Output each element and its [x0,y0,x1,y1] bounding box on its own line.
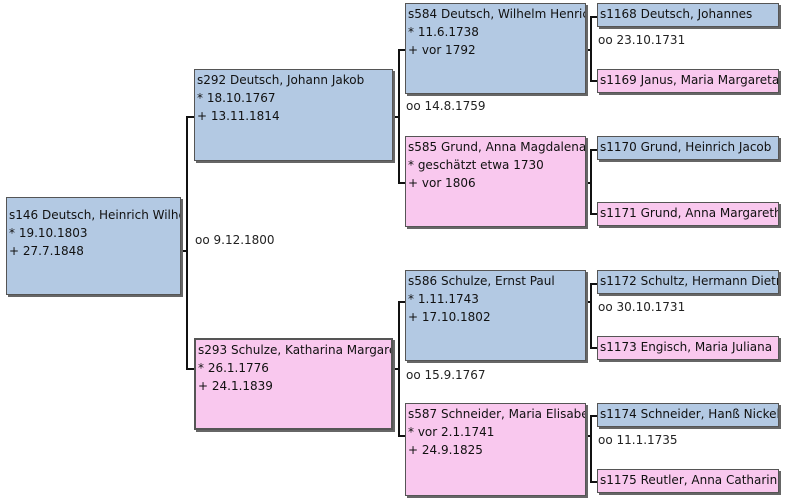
connector [590,283,592,349]
person-card-s1169[interactable]: s1169 Janus, Maria Margareta [597,69,779,93]
death-date: + 17.10.1802 [408,310,491,324]
marriage-date: oo 15.9.1767 [406,368,486,382]
connector [398,301,400,437]
person-name: s1171 Grund, Anna Margaretha [600,206,779,220]
death-date: + 13.11.1814 [197,109,280,123]
person-name: s584 Deutsch, Wilhelm Henrich [408,7,586,21]
connector [590,149,598,151]
person-name: s1172 Schultz, Hermann Dietrich [600,274,779,288]
marriage-date: oo 14.8.1759 [406,99,486,113]
death-date: + 24.1.1839 [198,379,273,393]
person-name: s1175 Reutler, Anna Catharina [600,473,779,487]
connector [586,435,592,437]
connector [398,49,400,184]
person-name: s586 Schulze, Ernst Paul [408,274,555,288]
connector [590,80,598,82]
death-date: + 27.7.1848 [9,244,84,258]
person-name: s1169 Janus, Maria Margareta [600,73,779,87]
connector [186,116,188,370]
person-card-s586[interactable]: s586 Schulze, Ernst Paul * 1.11.1743 + 1… [405,270,586,361]
connector [590,16,598,18]
person-name: s292 Deutsch, Johann Jakob [197,73,365,87]
connector [590,347,598,349]
connector [186,116,195,118]
connector [398,435,406,437]
person-card-s1171[interactable]: s1171 Grund, Anna Margaretha [597,202,779,226]
person-name: s1170 Grund, Heinrich Jacob [600,140,772,154]
connector [590,415,592,483]
marriage-date: oo 9.12.1800 [195,233,275,247]
connector [590,415,598,417]
person-name: s146 Deutsch, Heinrich Wilhelm [9,208,180,222]
person-name: s1174 Schneider, Hanß Nickel [600,407,779,421]
person-card-s1174[interactable]: s1174 Schneider, Hanß Nickel [597,403,779,427]
connector [180,250,188,252]
person-card-s1168[interactable]: s1168 Deutsch, Johannes [597,3,779,27]
person-card-s585[interactable]: s585 Grund, Anna Magdalena * geschätzt e… [405,136,586,227]
marriage-date: oo 23.10.1731 [598,33,686,47]
birth-date: * 19.10.1803 [9,226,88,240]
death-date: + vor 1792 [408,43,476,57]
connector [398,49,406,51]
person-card-s292[interactable]: s292 Deutsch, Johann Jakob * 18.10.1767 … [194,69,393,161]
birth-date: * vor 2.1.1741 [408,425,495,439]
person-card-s1172[interactable]: s1172 Schultz, Hermann Dietrich [597,270,779,294]
connector [393,116,400,118]
person-card-s1175[interactable]: s1175 Reutler, Anna Catharina [597,469,779,493]
connector [186,368,195,370]
death-date: + vor 1806 [408,176,476,190]
birth-date: * 18.10.1767 [197,91,276,105]
connector [590,283,598,285]
connector [393,368,400,370]
connector [586,49,592,51]
birth-date: * 11.6.1738 [408,25,479,39]
connector [590,16,592,82]
connector [586,182,592,184]
person-card-s1170[interactable]: s1170 Grund, Heinrich Jacob [597,136,779,160]
connector [398,182,406,184]
person-card-s146[interactable]: s146 Deutsch, Heinrich Wilhelm * 19.10.1… [6,197,181,295]
connector [586,301,592,303]
death-date: + 24.9.1825 [408,443,483,457]
connector [590,481,598,483]
marriage-date: oo 30.10.1731 [598,300,686,314]
connector [590,213,598,215]
person-name: s585 Grund, Anna Magdalena [408,140,586,154]
person-name: s293 Schulze, Katharina Margaretha [198,343,391,357]
person-card-s293[interactable]: s293 Schulze, Katharina Margaretha * 26.… [194,338,393,430]
person-name: s587 Schneider, Maria Elisabetha [408,407,585,421]
person-name: s1173 Engisch, Maria Juliana [600,340,773,354]
person-name: s1168 Deutsch, Johannes [600,7,753,21]
person-card-s587[interactable]: s587 Schneider, Maria Elisabetha * vor 2… [405,403,586,496]
person-card-s584[interactable]: s584 Deutsch, Wilhelm Henrich * 11.6.173… [405,3,586,94]
connector [398,301,406,303]
connector [590,149,592,215]
person-card-s1173[interactable]: s1173 Engisch, Maria Juliana [597,336,779,360]
marriage-date: oo 11.1.1735 [598,433,678,447]
birth-date: * 26.1.1776 [198,361,269,375]
birth-date: * geschätzt etwa 1730 [408,158,544,172]
birth-date: * 1.11.1743 [408,292,479,306]
